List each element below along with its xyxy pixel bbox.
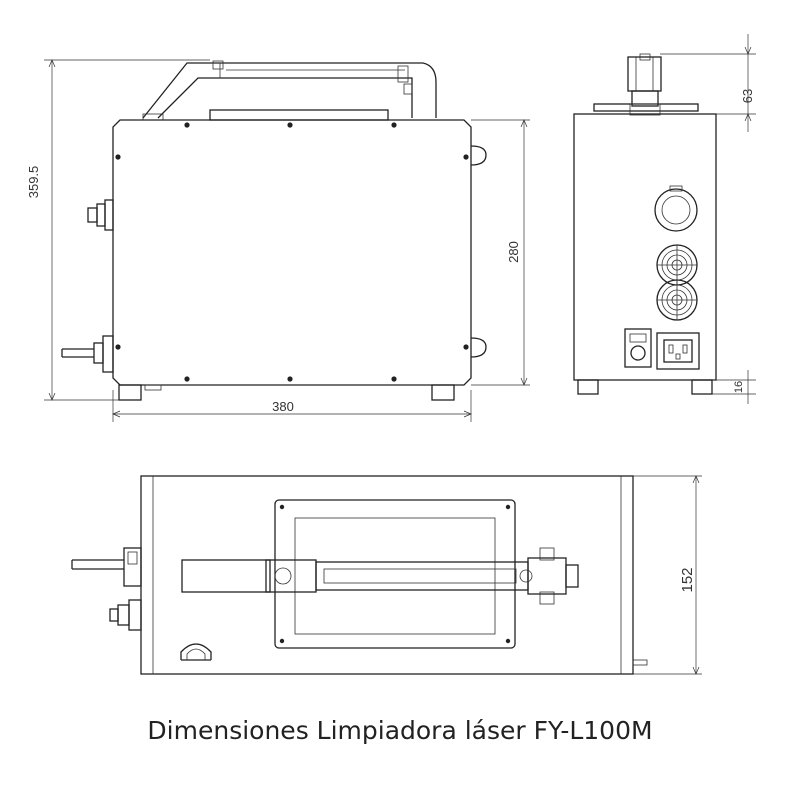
side-power-socket <box>656 332 700 370</box>
dim-label-foot-height: 16 <box>733 381 745 393</box>
dim-label-depth: 152 <box>679 567 696 592</box>
side-foot-left <box>577 379 599 395</box>
front-bolts <box>115 122 469 382</box>
dim-label-body-height: 280 <box>506 241 521 263</box>
top-pin <box>632 659 648 666</box>
front-foot-right <box>431 384 455 401</box>
front-handle <box>142 60 437 121</box>
front-body <box>112 119 472 386</box>
side-foot-right <box>691 379 713 395</box>
top-handle <box>181 547 579 605</box>
side-body <box>573 113 717 381</box>
front-ring-bottom <box>470 337 487 358</box>
top-body <box>140 475 634 675</box>
front-ring-top <box>470 145 487 166</box>
side-handle <box>593 53 699 116</box>
side-view <box>573 53 717 395</box>
front-cable-connector <box>61 335 114 373</box>
top-dimensions <box>633 475 702 675</box>
side-dimensions <box>660 34 756 404</box>
side-connector-top <box>656 244 698 286</box>
front-view <box>61 60 487 401</box>
front-emergency-stop <box>87 199 114 231</box>
top-emergency-stop <box>109 599 142 631</box>
side-connector-bottom <box>656 279 698 321</box>
front-dimensions <box>44 59 530 422</box>
side-round-button <box>654 185 698 232</box>
top-lid-frame <box>274 499 516 649</box>
top-cable-connector <box>71 547 142 587</box>
front-foot-left <box>118 384 142 401</box>
dim-label-width: 380 <box>272 399 294 414</box>
dim-label-total-height: 359.5 <box>26 166 41 199</box>
caption: Dimensiones Limpiadora láser FY-L100M <box>147 716 653 745</box>
top-ring <box>180 643 212 660</box>
dim-label-handle-height: 63 <box>740 89 755 103</box>
top-view <box>71 475 648 675</box>
side-switch <box>624 328 652 368</box>
